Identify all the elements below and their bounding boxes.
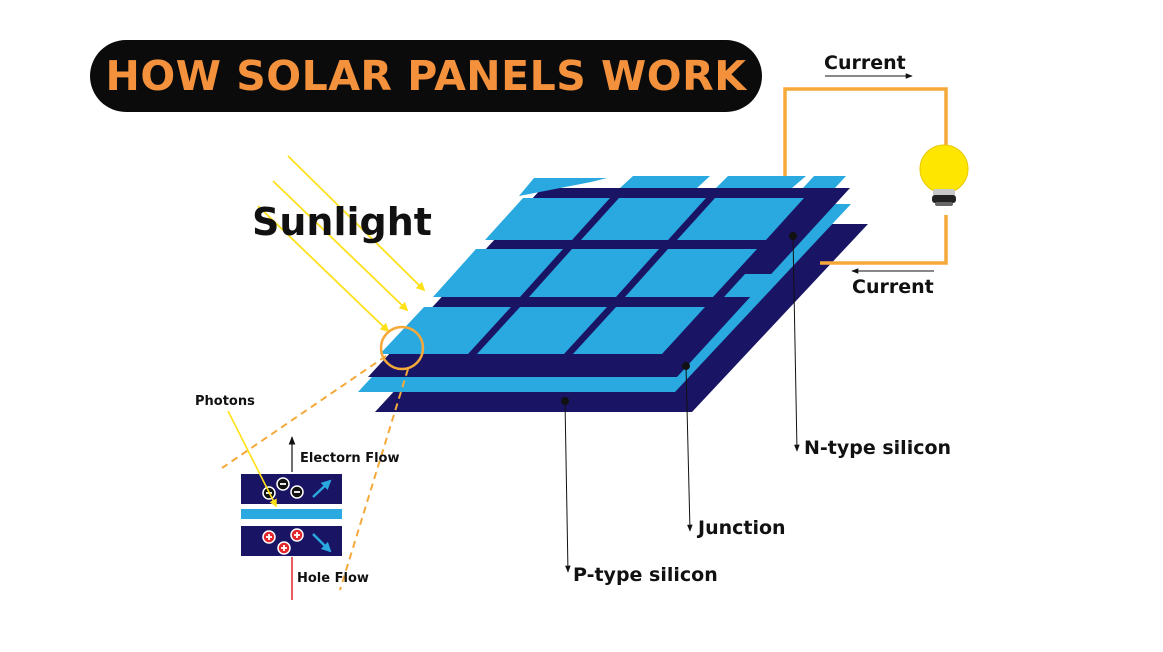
- current-label-bottom: Current: [852, 276, 934, 298]
- photons-label: Photons: [195, 394, 255, 409]
- circuit-wire: [783, 87, 948, 265]
- zoom-callout: [221, 325, 425, 591]
- sun-rays: [257, 155, 426, 333]
- light-bulb-icon: [919, 144, 969, 206]
- cell-cross-section: [227, 410, 342, 600]
- electron-flow-label: Electorn Flow: [300, 451, 400, 466]
- page-title: HOW SOLAR PANELS WORK: [105, 52, 747, 100]
- hole-flow-label: Hole Flow: [297, 571, 369, 586]
- n-type-label: N-type silicon: [804, 437, 952, 459]
- leader-lines: [561, 232, 800, 573]
- sunlight-label: Sunlight: [252, 200, 432, 244]
- photon-pointer: [227, 410, 277, 508]
- junction-label: Junction: [698, 517, 786, 539]
- cell-grid: [380, 176, 846, 354]
- current-label-top: Current: [824, 52, 906, 74]
- p-type-label: P-type silicon: [573, 564, 718, 586]
- hole-icons: [262, 528, 304, 555]
- title-banner: HOW SOLAR PANELS WORK: [90, 40, 762, 112]
- current-arrows: [825, 73, 934, 274]
